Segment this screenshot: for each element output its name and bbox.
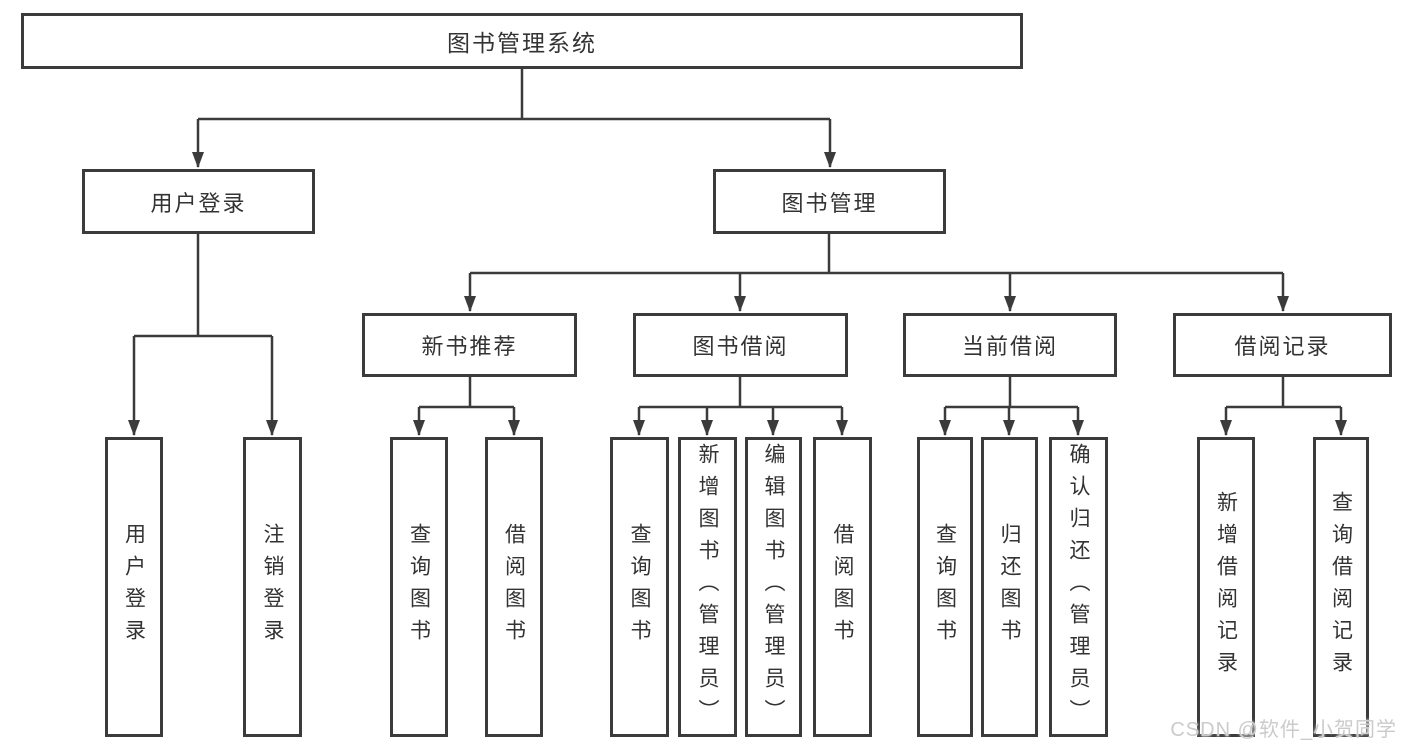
csdn-watermark: CSDN @软件_小贺同学 xyxy=(1170,719,1397,741)
node-system-root: 图书管理系统 xyxy=(21,13,1023,69)
leaf-br-add-record-label: 新增借阅记录 xyxy=(1214,491,1238,683)
connector-arrows xyxy=(128,119,1347,436)
leaf-cb-return-books-label: 归还图书 xyxy=(998,523,1021,651)
leaf-br-query-record-label: 查询借阅记录 xyxy=(1329,491,1353,683)
node-user-login: 用户登录 xyxy=(82,169,315,234)
leaf-bb-add-books-admin: 新增图书（管理员） xyxy=(678,437,737,737)
leaf-cb-query-books-label: 查询图书 xyxy=(933,523,957,651)
leaf-bb-add-books-admin-label: 新增图书（管理员） xyxy=(696,443,719,731)
leaf-bb-edit-books-admin: 编辑图书（管理员） xyxy=(745,437,802,737)
leaf-nbr-query-books: 查询图书 xyxy=(390,437,448,737)
leaf-br-query-record: 查询借阅记录 xyxy=(1313,437,1369,737)
leaf-logout: 注销登录 xyxy=(243,437,302,737)
leaf-bb-query-books: 查询图书 xyxy=(610,437,669,737)
leaf-nbr-query-books-label: 查询图书 xyxy=(407,523,431,651)
node-book-management: 图书管理 xyxy=(713,169,946,234)
node-current-borrowing: 当前借阅 xyxy=(903,313,1117,377)
leaf-cb-return-books: 归还图书 xyxy=(981,437,1038,737)
leaf-cb-confirm-return-admin-label: 确认归还（管理员） xyxy=(1067,443,1090,731)
node-book-borrowing: 图书借阅 xyxy=(633,313,848,377)
leaf-bb-query-books-label: 查询图书 xyxy=(628,523,651,651)
leaf-user-login-label: 用户登录 xyxy=(122,523,146,651)
leaf-nbr-borrow-books-label: 借阅图书 xyxy=(502,523,526,651)
leaf-bb-borrow-books: 借阅图书 xyxy=(813,437,872,737)
node-new-book-recommendation: 新书推荐 xyxy=(362,313,577,377)
leaf-cb-confirm-return-admin: 确认归还（管理员） xyxy=(1049,437,1108,737)
leaf-logout-label: 注销登录 xyxy=(261,523,284,651)
leaf-nbr-borrow-books: 借阅图书 xyxy=(485,437,543,737)
leaf-bb-borrow-books-label: 借阅图书 xyxy=(831,523,854,651)
leaf-bb-edit-books-admin-label: 编辑图书（管理员） xyxy=(762,443,785,731)
leaf-br-add-record: 新增借阅记录 xyxy=(1197,437,1255,737)
leaf-user-login: 用户登录 xyxy=(105,437,163,737)
leaf-cb-query-books: 查询图书 xyxy=(917,437,973,737)
node-borrowing-records: 借阅记录 xyxy=(1173,313,1392,377)
